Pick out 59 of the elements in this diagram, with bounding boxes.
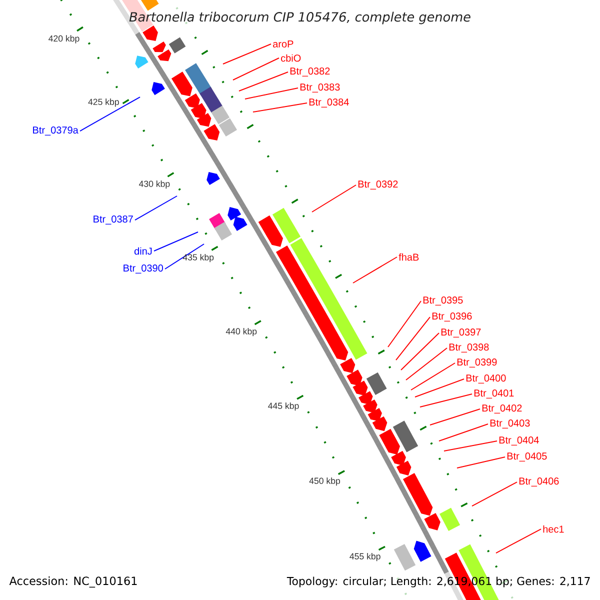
- leader-line: [400, 332, 440, 370]
- leader-line: [80, 96, 140, 132]
- leader-line: [312, 184, 356, 212]
- leader-line: [164, 244, 204, 270]
- leader-line: [430, 408, 480, 426]
- tick-label: 425 kbp: [88, 98, 119, 107]
- leader-line: [238, 72, 288, 92]
- accession-text: Accession: NC_010161: [9, 576, 137, 588]
- leader-line: [496, 528, 542, 554]
- gene-label: Btr_0402: [482, 404, 522, 414]
- gene-label: Btr_0384: [309, 98, 349, 108]
- gene-label: Btr_0379a: [33, 126, 78, 136]
- leader-line: [456, 456, 506, 468]
- leader-line: [388, 300, 422, 348]
- leader-line: [444, 440, 498, 452]
- genome-info-text: Topology: circular; Length: 2,619,061 bp; Genes: 2,117: [286, 576, 590, 588]
- leader-line: [352, 256, 398, 284]
- tick-label: 440 kbp: [226, 328, 257, 336]
- leader-line: [396, 316, 430, 360]
- leader-line: [438, 424, 488, 442]
- tick-label: 420 kbp: [48, 35, 80, 44]
- gene-label: Btr_0405: [507, 452, 547, 462]
- gene-label: Btr_0392: [358, 180, 398, 190]
- title: Bartonella tribocorum CIP 105476, complete genome: [129, 12, 470, 24]
- leader-line: [222, 44, 272, 64]
- gene-label: Btr_0390: [124, 264, 163, 274]
- gene-label: cbiO: [281, 54, 301, 62]
- leader-line: [134, 196, 178, 220]
- leader-line: [232, 58, 280, 80]
- gene-label: Btr_0395: [423, 296, 463, 306]
- gene-label: Btr_0397: [441, 328, 481, 338]
- gene-label: Btr_0404: [499, 436, 539, 446]
- leader-line: [414, 378, 464, 398]
- gene-label: Btr_0398: [449, 344, 489, 352]
- gene-label: aroP: [273, 40, 294, 48]
- gene-label: Btr_0400: [466, 374, 506, 384]
- leader-line: [420, 394, 472, 408]
- gene-label: Btr_0406: [519, 478, 559, 486]
- gene-label: Btr_0396: [432, 312, 472, 322]
- gene-label: Btr_0403: [490, 420, 530, 428]
- gene-label: fhaB: [398, 253, 419, 261]
- gene-label: dinJ: [134, 247, 152, 255]
- gene-label: Btr_0401: [474, 390, 514, 398]
- leader-line: [472, 482, 518, 506]
- tick-label: 450 kbp: [309, 477, 340, 486]
- gene-label: hec1: [543, 525, 564, 533]
- tick-label: 445 kbp: [268, 402, 299, 411]
- tick-label: 430 kbp: [139, 180, 170, 189]
- gene-label: Btr_0387: [94, 216, 133, 224]
- leader-line: [252, 102, 308, 112]
- leader-line: [410, 362, 456, 390]
- tick-label: 435 kbp: [182, 254, 214, 262]
- gene-label: Btr_0399: [457, 358, 497, 368]
- gene-label: Btr_0382: [290, 68, 330, 76]
- leader-line: [406, 348, 448, 380]
- gene-label: Btr_0383: [300, 84, 340, 92]
- leader-line: [154, 232, 198, 252]
- leader-line: [244, 88, 298, 100]
- tick-label: 455 kbp: [350, 552, 380, 562]
